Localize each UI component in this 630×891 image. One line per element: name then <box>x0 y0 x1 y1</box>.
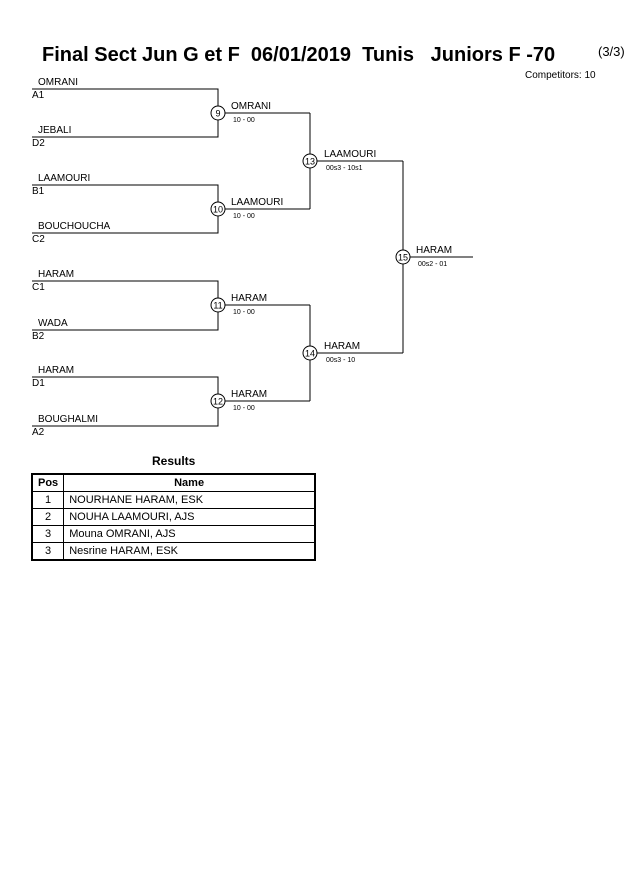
match-score: 00s3 - 10 <box>326 357 355 364</box>
match-winner: HARAM <box>231 389 267 400</box>
match-number: 9 <box>215 109 220 119</box>
match-winner: HARAM <box>416 245 452 256</box>
bracket-line-match-15 <box>402 161 473 353</box>
entry-name: BOUCHOUCHA <box>38 221 111 232</box>
entry-seed: B2 <box>32 331 45 342</box>
entry-seed: C1 <box>32 282 45 293</box>
bracket-line-match-11 <box>32 280 310 331</box>
entry-name: WADA <box>38 318 68 329</box>
name-header: Name <box>63 473 316 492</box>
entry-name: HARAM <box>38 365 74 376</box>
match-winner: LAAMOURI <box>324 149 376 160</box>
entry-name: JEBALI <box>38 125 71 136</box>
match-number-circle <box>210 105 226 121</box>
match-score: 00s2 - 01 <box>418 261 447 268</box>
match-number: 15 <box>398 253 408 263</box>
table-row: 1 NOURHANE HARAM, ESK <box>31 491 316 509</box>
match-number: 13 <box>305 157 315 167</box>
match-winner: HARAM <box>324 341 360 352</box>
match-number-circle <box>210 201 226 217</box>
bracket-line-match-13 <box>309 113 403 209</box>
result-name: Mouna OMRANI, AJS <box>63 525 316 543</box>
entry-seed: D1 <box>32 378 45 389</box>
match-number-circle <box>395 249 411 265</box>
match-winner: LAAMOURI <box>231 197 283 208</box>
table-row: 3 Nesrine HARAM, ESK <box>31 542 316 561</box>
table-row: 3 Mouna OMRANI, AJS <box>31 525 316 543</box>
results-table: Pos Name 1 NOURHANE HARAM, ESK 2 NOUHA L… <box>31 473 316 561</box>
results-title: Results <box>152 454 196 468</box>
match-number: 12 <box>213 397 223 407</box>
match-number: 14 <box>305 349 315 359</box>
bracket-line-match-9 <box>32 88 310 138</box>
page-title: Final Sect Jun G et F 06/01/2019 Tunis J… <box>42 44 556 66</box>
match-winner: HARAM <box>231 293 267 304</box>
bracket-line-match-14 <box>309 305 403 401</box>
pos-header: Pos <box>31 473 65 492</box>
competitors-count: Competitors: 10 <box>525 70 596 81</box>
page-number: (3/3) <box>598 44 625 59</box>
result-pos: 1 <box>31 491 65 509</box>
entry-seed: A1 <box>32 90 45 101</box>
match-number: 11 <box>213 301 222 311</box>
table-row: 2 NOUHA LAAMOURI, AJS <box>31 508 316 526</box>
match-number-circle <box>302 345 318 361</box>
results-header-row: Pos Name <box>31 473 316 492</box>
result-name: NOURHANE HARAM, ESK <box>63 491 316 509</box>
entry-seed: A2 <box>32 427 45 438</box>
result-name: NOUHA LAAMOURI, AJS <box>63 508 316 526</box>
result-pos: 3 <box>31 542 65 561</box>
match-score: 10 - 00 <box>233 213 255 220</box>
entry-name: LAAMOURI <box>38 173 90 184</box>
entry-name: OMRANI <box>38 77 78 88</box>
entry-seed: B1 <box>32 186 45 197</box>
match-number-circle <box>210 393 226 409</box>
entry-seed: D2 <box>32 138 45 149</box>
entry-name: HARAM <box>38 269 74 280</box>
result-pos: 2 <box>31 508 65 526</box>
match-number: 10 <box>213 205 223 215</box>
match-score: 10 - 00 <box>233 117 255 124</box>
match-score: 10 - 00 <box>233 405 255 412</box>
match-number-circle <box>210 297 226 313</box>
match-winner: OMRANI <box>231 101 271 112</box>
result-pos: 3 <box>31 525 65 543</box>
entry-name: BOUGHALMI <box>38 414 98 425</box>
match-score: 00s3 - 10s1 <box>326 165 363 172</box>
result-name: Nesrine HARAM, ESK <box>63 542 316 561</box>
match-score: 10 - 00 <box>233 309 255 316</box>
entry-seed: C2 <box>32 234 45 245</box>
match-number-circle <box>302 153 318 169</box>
